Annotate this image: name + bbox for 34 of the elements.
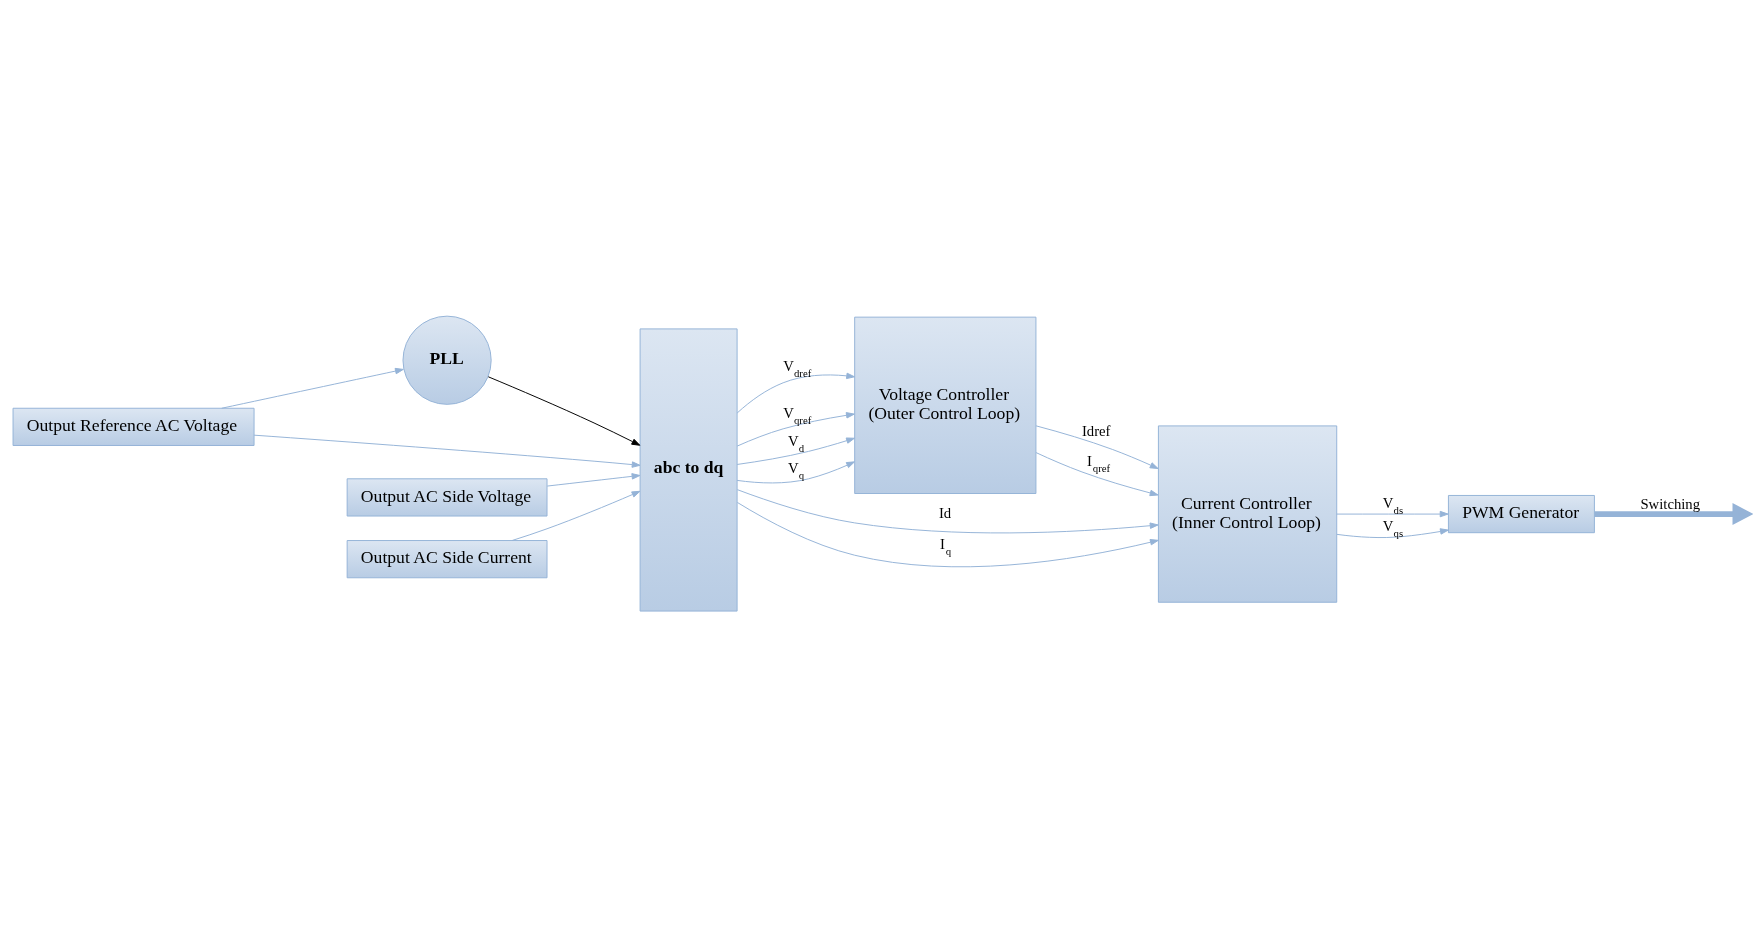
arrow (736, 437, 855, 465)
arrow (253, 434, 641, 468)
arrow (221, 367, 404, 409)
node-circle: PLL (402, 315, 492, 405)
edge-label: Idref (1081, 422, 1111, 439)
edge-label: V$_{q}$ (788, 459, 805, 481)
edge-label: V$_{qs}$ (1382, 517, 1404, 539)
edge-label: V$_{qref}$ (783, 405, 812, 427)
node-box: Current Controller (Inner Control Loop) (1157, 425, 1338, 603)
arrow (1035, 425, 1159, 470)
edge-label: I$_{q}$ (939, 536, 952, 558)
arrow (736, 489, 1159, 534)
arrow (1035, 452, 1159, 497)
edge-label: V$_{d}$ (788, 432, 805, 454)
arrow (1594, 503, 1753, 526)
arrow (546, 473, 641, 487)
node-box: PWM Generator (1447, 495, 1595, 534)
edge-label: Id (938, 505, 952, 521)
edge-label: Switching (1640, 496, 1701, 513)
arrow (736, 372, 856, 414)
arrow (736, 501, 1159, 568)
node-box: Output AC Side Current (346, 540, 548, 579)
arrow (736, 461, 855, 484)
arrow (1336, 528, 1449, 539)
edge-label: V$_{dref}$ (783, 358, 812, 380)
node-box: abc to dq (639, 328, 738, 612)
arrow (736, 412, 855, 447)
node-box: Output Reference AC Voltage (12, 407, 255, 446)
edge-label: I$_{qref}$ (1086, 453, 1111, 475)
edge-label: V$_{ds}$ (1382, 495, 1404, 517)
arrow (487, 376, 641, 446)
node-box: Voltage Controller (Outer Control Loop) (854, 316, 1037, 494)
node-box: Output AC Side Voltage (346, 478, 548, 517)
arrow (1336, 510, 1449, 518)
